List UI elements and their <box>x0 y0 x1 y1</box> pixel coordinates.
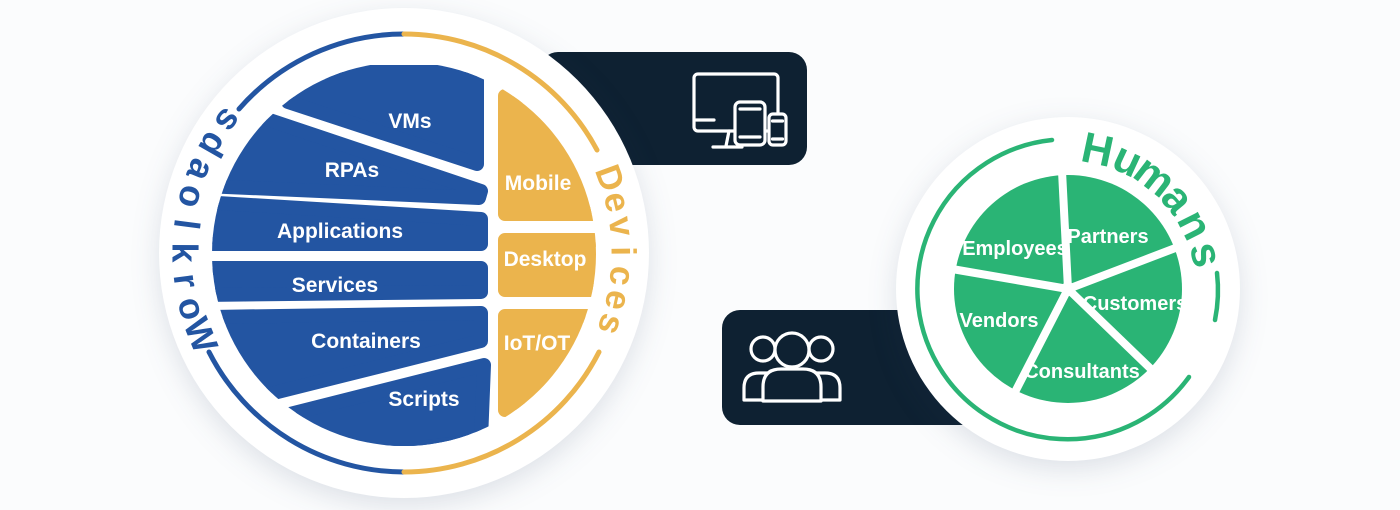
pie-divider-2 <box>1064 243 1182 293</box>
segment-label-containers: Containers <box>311 330 421 353</box>
segment-label-rpas: RPAs <box>325 159 379 182</box>
curved-title-letter: i <box>603 246 642 256</box>
pie-divider-3 <box>1064 285 1157 375</box>
segment-applications <box>212 195 488 251</box>
humans-pie-dividers <box>948 167 1182 398</box>
segment-label-applications: Applications <box>277 220 403 243</box>
left-wheel-labels: VMs RPAs Applications Services Container… <box>277 110 586 411</box>
humans-ring <box>915 137 1221 442</box>
tablet-icon <box>733 100 767 147</box>
wedge-label-customers: Customers <box>1083 293 1187 315</box>
ring-arc-blue-top <box>236 31 407 112</box>
segment-label-desktop: Desktop <box>504 248 587 271</box>
pie-center-dot <box>1061 282 1075 296</box>
curved-title-letter: k <box>164 242 205 263</box>
pie-divider-1 <box>1058 167 1072 293</box>
segment-services <box>212 261 488 302</box>
wedge-label-partners: Partners <box>1067 226 1148 248</box>
segment-label-mobile: Mobile <box>505 172 572 195</box>
person-center-body <box>761 367 823 403</box>
monitor-tablet-phone-icon <box>692 72 788 149</box>
ring-arc-green-main <box>915 137 1192 442</box>
phone-icon <box>767 112 788 147</box>
left-wheel-ring <box>206 31 602 475</box>
people-group-icon <box>742 331 842 403</box>
ring-arc-blue-bottom <box>206 349 407 475</box>
segment-label-iot-ot: IoT/OT <box>504 332 571 355</box>
humans-wheel: Employees Partners Vendors Customers Con… <box>896 117 1240 461</box>
segment-label-scripts: Scripts <box>388 388 459 411</box>
pie-divider-5 <box>948 265 1072 293</box>
person-left-head <box>749 335 777 363</box>
curved-title-letter: c <box>601 264 642 287</box>
segment-label-services: Services <box>292 274 378 297</box>
person-right-head <box>807 335 835 363</box>
person-center-head <box>773 331 811 369</box>
pie-divider-4 <box>1010 285 1072 398</box>
wedge-label-employees: Employees <box>962 238 1068 260</box>
segment-desktop <box>498 233 596 297</box>
workloads-devices-wheel: VMs RPAs Applications Services Container… <box>159 8 649 498</box>
segment-label-vms: VMs <box>388 110 431 133</box>
ring-arc-yellow-top <box>401 31 600 153</box>
wedge-label-vendors: Vendors <box>960 310 1039 332</box>
segment-rpas <box>212 93 488 205</box>
ring-arc-green-small <box>1212 270 1221 323</box>
left-wheel-segments <box>212 65 596 446</box>
ring-arc-yellow-bottom <box>401 349 602 475</box>
wedge-label-consultants: Consultants <box>1024 361 1140 383</box>
curved-title-letter: r <box>166 271 208 290</box>
humans-wedge-labels: Employees Partners Vendors Customers Con… <box>960 226 1188 383</box>
